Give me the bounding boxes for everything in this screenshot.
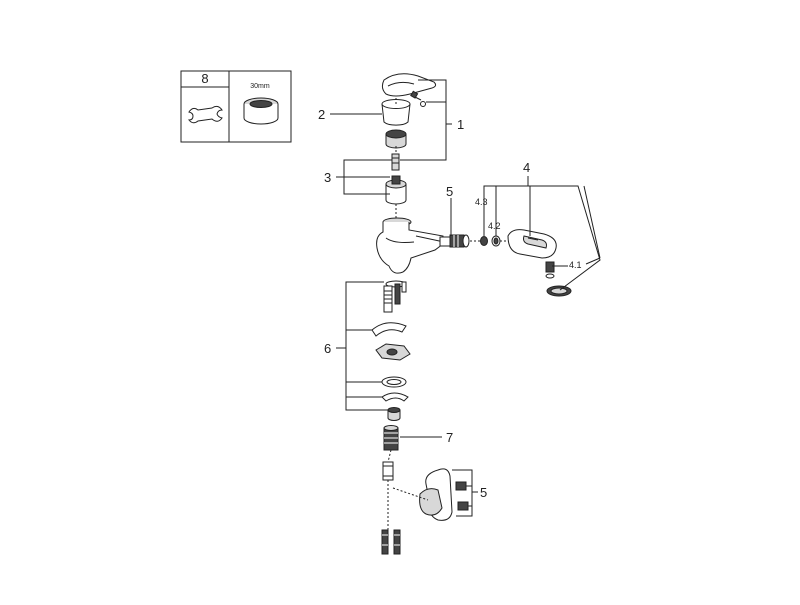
cartridge-body <box>385 175 407 205</box>
faucet-body <box>376 217 445 288</box>
hose-segment <box>382 461 394 481</box>
callout-labels: 1 2 3 4 4.1 4.2 4.3 5 6 7 5 <box>318 107 582 500</box>
aerator-insert-icon <box>243 97 279 125</box>
wrench-icon <box>187 105 223 124</box>
inset-frame <box>180 70 292 143</box>
spray-nut <box>480 236 488 246</box>
callout-2: 2 <box>318 107 325 122</box>
callout-6: 6 <box>324 341 331 356</box>
mounting-plate <box>375 343 411 361</box>
thread-size-label: 30mm <box>250 83 270 90</box>
callout-4: 4 <box>523 160 530 175</box>
cap-ring <box>385 129 407 149</box>
callout-1: 1 <box>457 117 464 132</box>
fixing-nut <box>387 407 401 421</box>
callout-3: 3 <box>324 170 331 185</box>
callout-4-3: 4.3 <box>475 197 488 207</box>
support-bracket <box>371 322 407 337</box>
adapter-part <box>383 425 399 451</box>
callout-7: 7 <box>446 430 453 445</box>
tool-number-label: 8 <box>201 71 208 86</box>
threaded-rod <box>383 281 407 313</box>
callout-5-lower: 5 <box>480 485 487 500</box>
callout-4-1: 4.1 <box>569 260 582 270</box>
hose-weight <box>419 468 469 521</box>
assembly-axis <box>387 98 508 530</box>
spray-plate <box>546 285 572 297</box>
tool-inset: 8 30mm <box>180 70 292 143</box>
o-ring <box>381 376 407 388</box>
lever-handle <box>381 73 437 97</box>
callout-4-2: 4.2 <box>488 221 501 231</box>
handle-screw <box>410 90 426 107</box>
spray-head <box>507 229 557 259</box>
callout-5-upper: 5 <box>446 184 453 199</box>
cartridge-spindle <box>391 153 400 171</box>
spout-connector <box>439 234 470 248</box>
supply-hoses <box>381 529 401 555</box>
spray-washer <box>491 235 501 247</box>
callout-leaders <box>330 79 601 517</box>
spray-screw <box>545 261 555 279</box>
clip-washer <box>381 392 409 402</box>
